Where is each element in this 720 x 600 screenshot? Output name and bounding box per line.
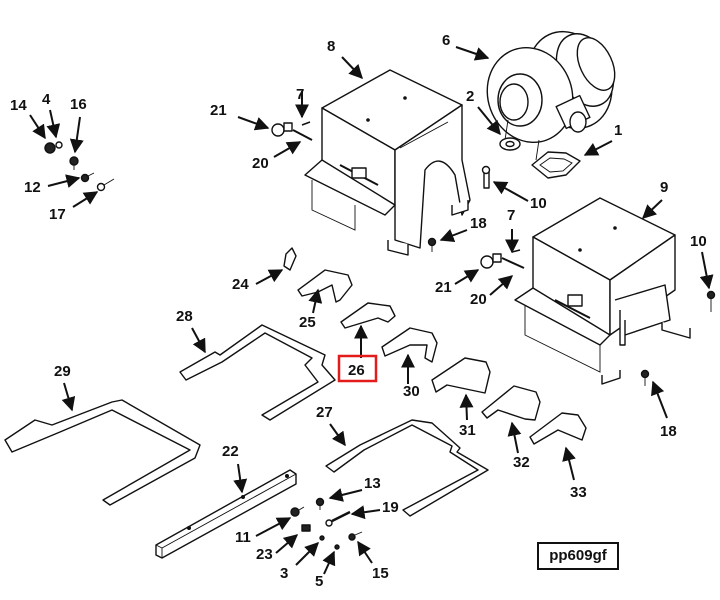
- callout-13[interactable]: 13: [364, 475, 381, 492]
- part-33-bracket[interactable]: [529, 412, 587, 445]
- part-21-latch[interactable]: [271, 123, 285, 137]
- callout-14[interactable]: 14: [10, 97, 27, 114]
- callout-21-right[interactable]: 21: [435, 279, 452, 296]
- part-7-cotter-pin[interactable]: [301, 121, 311, 126]
- part-31-bracket[interactable]: [431, 357, 491, 394]
- callout-20-right[interactable]: 20: [470, 291, 487, 308]
- part-21-latch[interactable]: [480, 255, 494, 269]
- part-17-screw[interactable]: [96, 182, 106, 192]
- hardware-group-top-left: [44, 141, 115, 192]
- callout-18-right[interactable]: 18: [660, 423, 677, 440]
- callout-12[interactable]: 12: [24, 179, 41, 196]
- part-10-bolt[interactable]: [706, 290, 716, 300]
- callout-4[interactable]: 4: [42, 91, 51, 108]
- part-9-shroud[interactable]: [514, 197, 691, 385]
- callout-1[interactable]: 1: [614, 122, 622, 139]
- part-32-bracket[interactable]: [481, 385, 541, 421]
- part-2-gasket[interactable]: [499, 137, 521, 151]
- callout-19[interactable]: 19: [382, 499, 399, 516]
- part-23-clip[interactable]: [301, 524, 311, 532]
- part-12-screw[interactable]: [80, 173, 90, 183]
- part-11-spacer[interactable]: [290, 507, 300, 517]
- callout-6[interactable]: 6: [442, 32, 450, 49]
- callout-7-right[interactable]: 7: [507, 207, 515, 224]
- part-29-frame[interactable]: [4, 399, 201, 506]
- callout-29[interactable]: 29: [54, 363, 71, 380]
- latch-assembly-right: [480, 249, 525, 269]
- callout-10-left[interactable]: 10: [530, 195, 547, 212]
- callout-26-highlight-box: [337, 354, 378, 383]
- part-15-screw[interactable]: [348, 533, 356, 541]
- callout-23[interactable]: 23: [256, 546, 273, 563]
- part-22-rail[interactable]: [155, 469, 297, 559]
- callout-2[interactable]: 2: [466, 88, 474, 105]
- hardware-group-bottom: [290, 497, 363, 550]
- part-7-cotter-pin[interactable]: [511, 249, 521, 253]
- callout-9[interactable]: 9: [660, 179, 668, 196]
- callout-3[interactable]: 3: [280, 565, 288, 582]
- callout-7-left[interactable]: 7: [296, 86, 304, 103]
- callout-21-left[interactable]: 21: [210, 102, 227, 119]
- callout-8[interactable]: 8: [327, 38, 335, 55]
- callout-27[interactable]: 27: [316, 404, 333, 421]
- callout-17[interactable]: 17: [49, 206, 66, 223]
- part-18-bolt[interactable]: [640, 369, 650, 379]
- callout-22[interactable]: 22: [222, 443, 239, 460]
- part-14-knob[interactable]: [44, 142, 56, 154]
- part-1-gasket[interactable]: [531, 151, 581, 179]
- callout-30[interactable]: 30: [403, 383, 420, 400]
- callout-20-left[interactable]: 20: [252, 155, 269, 172]
- part-26-bracket[interactable]: [340, 302, 396, 329]
- callout-11[interactable]: 11: [235, 529, 251, 546]
- callout-24[interactable]: 24: [232, 276, 249, 293]
- callout-15[interactable]: 15: [372, 565, 389, 582]
- leader-arrows: [29, 46, 714, 575]
- callout-18-left[interactable]: 18: [470, 215, 487, 232]
- callout-16[interactable]: 16: [70, 96, 87, 113]
- part-4-washer[interactable]: [55, 141, 63, 149]
- figure-id-label: pp609gf: [537, 542, 619, 570]
- bolts-left-shroud: [427, 165, 491, 252]
- part-19-stud[interactable]: [325, 510, 351, 527]
- callout-10-right[interactable]: 10: [690, 233, 707, 250]
- callout-26[interactable]: 26: [348, 362, 365, 379]
- part-30-bracket[interactable]: [381, 327, 438, 363]
- callout-32[interactable]: 32: [513, 454, 530, 471]
- part-25-bracket[interactable]: [297, 269, 353, 303]
- part-20-pin[interactable]: [501, 257, 525, 269]
- part-13-nut[interactable]: [315, 497, 325, 507]
- part-6-turbocharger[interactable]: [474, 18, 627, 161]
- part-16-nut[interactable]: [69, 156, 79, 166]
- callout-28[interactable]: 28: [176, 308, 193, 325]
- latch-assembly-left: [271, 121, 313, 141]
- callout-5[interactable]: 5: [315, 573, 323, 590]
- bolts-right-shroud: [640, 290, 716, 386]
- callout-31[interactable]: 31: [459, 422, 476, 439]
- part-24-clip[interactable]: [283, 247, 297, 271]
- part-18-bolt[interactable]: [427, 237, 437, 247]
- callout-labels: 14 4 16 12 17 8 6 2 1 21 7 20 10 18 9 10…: [10, 32, 707, 590]
- part-27-frame[interactable]: [325, 419, 489, 517]
- part-3-small-nut[interactable]: [319, 535, 325, 541]
- part-8-shroud[interactable]: [304, 69, 471, 256]
- part-28-frame[interactable]: [179, 324, 336, 421]
- part-5-small-washer[interactable]: [334, 544, 340, 550]
- part-20-pin[interactable]: [292, 129, 313, 141]
- callout-25[interactable]: 25: [299, 314, 316, 331]
- callout-33[interactable]: 33: [570, 484, 587, 501]
